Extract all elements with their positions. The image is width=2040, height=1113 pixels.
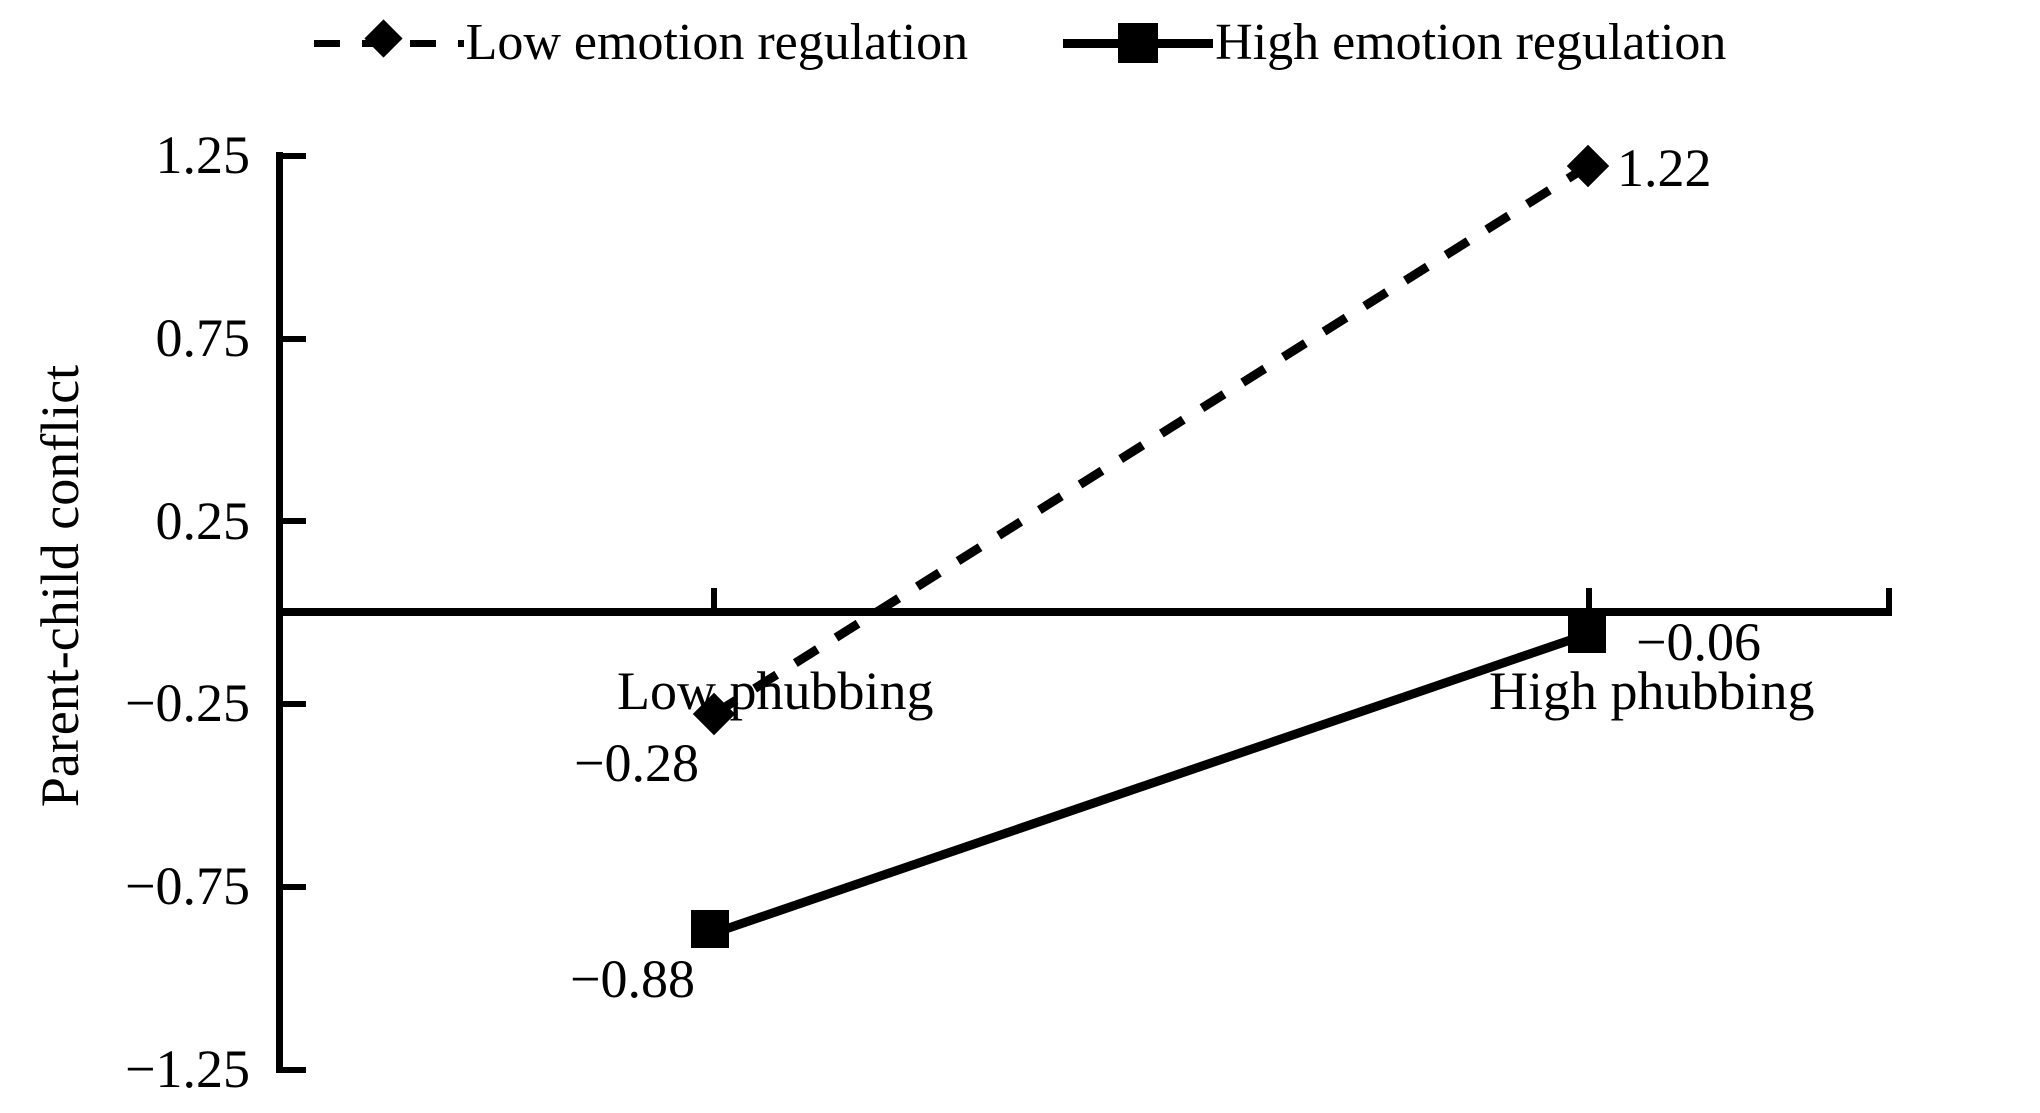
- legend-item-low-emotion-regulation: Low emotion regulation: [313, 13, 969, 73]
- y-axis-tick-mark: [276, 884, 306, 890]
- data-label-high-er-high-phubbing: −0.06: [1636, 612, 1761, 672]
- series-line-low-emotion-regulation: [711, 162, 1591, 718]
- data-label-low-er-low-phubbing: −0.28: [574, 733, 699, 793]
- diamond-marker-icon: [364, 19, 403, 58]
- x-axis-tick-mark-high-phubbing: [1586, 588, 1592, 610]
- legend-item-high-emotion-regulation: High emotion regulation: [1063, 13, 1726, 73]
- chart-legend: Low emotion regulation High emotion regu…: [0, 8, 2040, 78]
- x-category-label-high-phubbing: High phubbing: [1489, 661, 1815, 721]
- y-axis-tick-mark: [276, 518, 306, 524]
- y-axis-tick-mark: [276, 336, 306, 342]
- data-label-low-er-high-phubbing: 1.22: [1617, 138, 1712, 198]
- x-axis-tick-mark-low-phubbing: [711, 588, 717, 610]
- y-axis-tick-mark: [276, 153, 306, 159]
- data-point-marker-square: [1568, 615, 1606, 653]
- y-axis-tick-label: 0.25: [155, 491, 251, 551]
- data-label-high-er-low-phubbing: −0.88: [570, 949, 695, 1009]
- square-marker-icon: [1118, 23, 1159, 63]
- x-category-label-low-phubbing: Low phubbing: [617, 661, 934, 721]
- y-axis-tick-label: −1.25: [125, 1039, 250, 1099]
- legend-label-low-emotion-regulation: Low emotion regulation: [465, 14, 969, 71]
- x-axis-end-cap: [1886, 588, 1892, 612]
- legend-key-solid-square: [1063, 23, 1214, 63]
- legend-key-dashed-diamond: [313, 19, 464, 63]
- y-axis-tick-label: 1.25: [155, 125, 251, 185]
- y-axis-tick-mark: [276, 701, 306, 707]
- y-axis-tick-label: 0.75: [155, 308, 251, 368]
- y-axis-tick-label: −0.25: [125, 673, 250, 733]
- data-point-marker-square: [691, 910, 729, 948]
- y-axis-title: Parent-child conflict: [30, 364, 90, 808]
- y-axis-tick-mark: [276, 1067, 306, 1073]
- y-axis-tick-label: −0.75: [125, 856, 250, 916]
- data-point-marker-diamond: [1566, 144, 1610, 188]
- legend-label-high-emotion-regulation: High emotion regulation: [1215, 14, 1727, 71]
